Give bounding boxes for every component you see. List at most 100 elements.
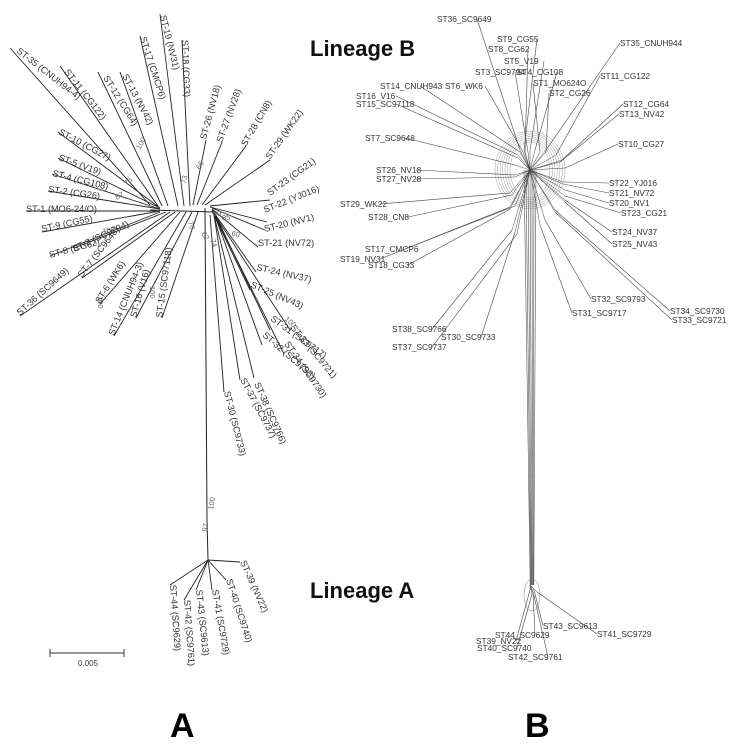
network-b-leaf-label: ST13_NV42	[619, 109, 665, 119]
network-b-split-edge	[529, 169, 564, 183]
network-b-reticulation	[502, 136, 558, 204]
network-b-leaf-label: ST28_CN8	[368, 212, 409, 222]
network-b-leaf-label: ST30_SC9733	[441, 332, 496, 342]
tree-a-bootstrap-value: 85	[222, 213, 230, 222]
tree-a-bootstrap-value: 100	[134, 136, 148, 151]
tree-a-branch	[81, 211, 176, 279]
phylogenetic-tree-a: ST-35 (CNUH94-4)ST-11 (CG122)ST-12 (CG64…	[9, 13, 339, 666]
network-b-split-edge	[519, 151, 531, 171]
network-b-leaf-label: ST4_CG108	[517, 67, 564, 77]
scale-bar-label: 0.005	[78, 659, 99, 668]
network-b-leaf-label: ST38_SC9766	[392, 324, 447, 334]
tree-a-leaf-label: ST-17 (CMCP6)	[138, 36, 168, 101]
tree-a-branch	[211, 207, 266, 231]
network-b-leaf-label: ST12_CG64	[623, 99, 670, 109]
network-b-leaf-edge	[532, 82, 541, 153]
tree-a-leaf-label: ST-42 (SC9761)	[182, 599, 197, 666]
network-b-leaf-edge	[533, 589, 544, 627]
network-b-split-edge	[514, 169, 531, 178]
tree-a-branch	[207, 559, 227, 581]
network-b-leaf-label: ST40_SC9740	[477, 643, 532, 653]
network-b-leaf-label: ST7_SC9648	[365, 133, 415, 143]
network-b-leaf-edge	[415, 169, 516, 176]
network-b-leaf-edge	[516, 593, 533, 649]
network-b-leaf-edge	[564, 201, 613, 245]
network-b-split-edge	[529, 584, 538, 593]
network-b-leaf-edge	[404, 137, 516, 166]
tree-a-branch	[207, 559, 241, 563]
tree-a-bootstrap-value: 60	[230, 228, 241, 239]
network-b-leaf-label: ST20_NV1	[609, 198, 650, 208]
tree-a-branch	[213, 214, 241, 381]
tree-a-branch	[213, 212, 263, 346]
network-b-trunk	[525, 169, 532, 586]
network-b-leaf-label: ST41_SC9729	[597, 629, 652, 639]
network-b-leaf-edge	[419, 85, 521, 153]
network-b-leaf-edge	[555, 75, 601, 156]
network-b-split-edge	[514, 169, 531, 233]
lineage-b-heading: Lineage B	[310, 36, 415, 61]
tree-a-leaf-label: ST-24 (NV37)	[256, 262, 313, 284]
network-b-leaf-label: ST10_CG27	[618, 139, 665, 149]
tree-a-branch	[135, 211, 193, 319]
network-b-split-edge	[529, 169, 564, 185]
network-b-split-edge	[527, 151, 531, 171]
tree-a-leaf-label: ST-20 (NV1)	[263, 212, 315, 234]
network-b-split-edge	[529, 151, 547, 171]
tree-a-bootstrap-value: 70	[186, 220, 197, 230]
network-b-split-edge	[514, 164, 531, 171]
tree-a-bootstrap-value: 66	[194, 159, 206, 171]
network-b-leaf-edge	[544, 219, 592, 300]
network-b-split-edge	[514, 169, 531, 207]
network-b-leaf-edge	[523, 38, 538, 151]
tree-a-branch	[9, 47, 151, 206]
tree-a-bootstrap-value: 100	[148, 286, 157, 299]
network-b-leaf-label: ST19_NV31	[340, 254, 386, 264]
network-b-split-edge	[511, 169, 531, 231]
network-b-leaf-edge	[480, 231, 516, 338]
network-b-leaf-label: ST9_CG55	[497, 34, 539, 44]
tree-a-branch	[213, 214, 255, 379]
tree-a-leaf-label: ST-43 (SC9613)	[194, 589, 211, 656]
network-b-leaf-edge	[515, 589, 531, 642]
tree-a-branch	[169, 559, 209, 586]
network-b-split-edge	[529, 154, 557, 171]
network-b-leaf-label: ST44_SC9629	[495, 630, 550, 640]
tree-a-branch	[196, 141, 223, 206]
network-b-split-edge	[511, 169, 531, 196]
network-b-split-edge	[529, 169, 546, 221]
tree-a-branch	[207, 559, 213, 591]
tree-a-branch	[209, 214, 225, 393]
network-b-split-edge	[509, 169, 531, 194]
network-b-leaf-label: ST42_SC9761	[508, 652, 563, 662]
network-b-leaf-label: ST29_WK22	[340, 199, 387, 209]
network-b-split-edge	[529, 169, 566, 191]
network-b-leaf-label: ST8_CG62	[488, 44, 530, 54]
tree-a-bootstrap-value: 100	[96, 296, 105, 309]
network-b-leaf-edge	[514, 71, 529, 153]
network-b-leaf-edge	[407, 208, 511, 266]
network-b-leaf-label: ST1_MO624O	[533, 78, 587, 88]
network-b-leaf-label: ST36_SC9649	[437, 14, 492, 24]
tree-a-leaf-label: ST-29 (WK22)	[263, 108, 305, 161]
tree-a-bootstrap-value: 74	[208, 238, 219, 249]
network-b-leaf-label: ST27_NV28	[376, 174, 422, 184]
network-b-leaf-label: ST37_SC9737	[392, 342, 447, 352]
network-b-leaf-label: ST18_CG33	[368, 260, 415, 270]
network-b-trunk	[531, 169, 533, 586]
tree-a-branch	[209, 199, 271, 207]
tree-a-backbone	[204, 207, 208, 521]
network-b-reticulation	[499, 134, 561, 206]
network-b-leaf-label: ST17_CMCP6	[365, 244, 419, 254]
network-b-leaf-edge	[545, 42, 621, 151]
tree-a-branch	[57, 157, 161, 209]
network-b-leaf-edge	[564, 199, 613, 233]
network-b-reticulation	[507, 139, 553, 200]
network-b-leaf-label: ST23_CG21	[621, 208, 668, 218]
network-b-leaf-edge	[532, 591, 536, 636]
network-b-split-edge	[529, 149, 536, 171]
tree-a-branch	[159, 13, 185, 207]
network-b-leaf-label: ST2_CG26	[549, 88, 591, 98]
network-b-leaf-edge	[431, 233, 518, 348]
